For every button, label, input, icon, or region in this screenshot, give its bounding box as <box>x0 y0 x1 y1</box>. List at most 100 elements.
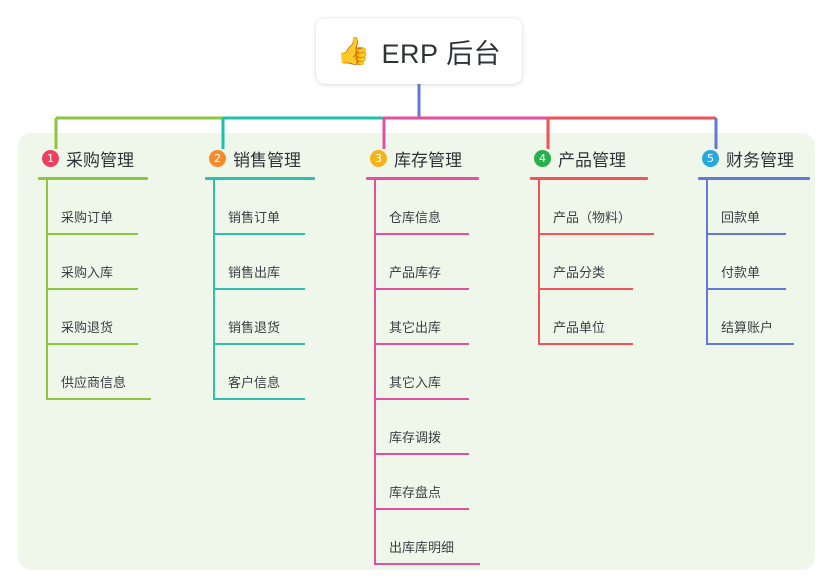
branch-header-3[interactable]: 3 库存管理 <box>366 145 516 171</box>
branch-column-3: 3 库存管理仓库信息产品库存其它出库其它入库库存调拨库存盘点出库库明细 <box>366 145 516 565</box>
leaf-spine <box>706 290 708 345</box>
leaf-node[interactable]: 仓库信息 <box>366 180 516 235</box>
leaf-label: 供应商信息 <box>61 375 127 390</box>
branch-title-1: 采购管理 <box>66 150 134 170</box>
leaf-underline <box>46 288 138 290</box>
leaf-label: 仓库信息 <box>389 210 442 225</box>
leaf-underline <box>46 398 151 400</box>
thumbs-up-icon: 👍 <box>336 35 371 66</box>
branch-title-3: 库存管理 <box>394 150 462 170</box>
branch-badge-3: 3 <box>370 149 387 167</box>
leaf-spine <box>46 180 48 235</box>
leaf-spine <box>374 235 376 290</box>
branch-title-5: 财务管理 <box>726 150 794 170</box>
branch-rule-5 <box>698 177 810 180</box>
leaf-spine <box>213 180 215 235</box>
branch-badge-4: 4 <box>534 149 551 167</box>
leaf-node[interactable]: 产品库存 <box>366 235 516 290</box>
root-node-label: ERP 后台 <box>381 38 502 69</box>
branch-header-1[interactable]: 1 采购管理 <box>38 145 188 171</box>
leaf-spine <box>213 235 215 290</box>
leaf-label: 其它出库 <box>389 320 442 335</box>
branch-title-4: 产品管理 <box>558 150 626 170</box>
leaf-spine <box>706 235 708 290</box>
leaf-node[interactable]: 产品单位 <box>530 290 690 345</box>
branch-rule-3 <box>366 177 479 180</box>
leaf-label: 产品库存 <box>389 265 442 280</box>
leaf-underline <box>706 233 786 235</box>
leaf-spine <box>374 290 376 345</box>
branch-badge-5: 5 <box>702 149 719 167</box>
leaf-spine <box>213 345 215 400</box>
leaf-spine <box>46 235 48 290</box>
leaf-underline <box>538 343 633 345</box>
branch-header-5[interactable]: 5 财务管理 <box>698 145 839 171</box>
leaf-node[interactable]: 销售退货 <box>205 290 355 345</box>
leaf-underline <box>46 233 138 235</box>
leaf-node[interactable]: 销售出库 <box>205 235 355 290</box>
leaf-label: 回款单 <box>721 210 761 225</box>
leaf-spine <box>706 180 708 235</box>
leaf-label: 出库库明细 <box>389 540 455 555</box>
leaf-underline <box>213 288 305 290</box>
leaf-spine <box>374 345 376 400</box>
branch-column-1: 1 采购管理采购订单采购入库采购退货供应商信息 <box>38 145 188 400</box>
leaf-underline <box>46 343 138 345</box>
leaf-label: 库存盘点 <box>389 485 442 500</box>
leaf-spine <box>374 400 376 455</box>
branch-rule-2 <box>205 177 315 180</box>
leaf-underline <box>538 233 654 235</box>
leaf-underline <box>374 233 469 235</box>
leaf-label: 采购订单 <box>61 210 114 225</box>
leaf-spine <box>374 455 376 510</box>
leaf-node[interactable]: 其它入库 <box>366 345 516 400</box>
leaf-underline <box>374 288 469 290</box>
branch-column-5: 5 财务管理回款单付款单结算账户 <box>698 145 839 345</box>
leaf-node[interactable]: 产品（物料） <box>530 180 690 235</box>
leaf-node[interactable]: 回款单 <box>698 180 839 235</box>
leaf-spine <box>46 345 48 400</box>
leaf-node[interactable]: 出库库明细 <box>366 510 516 565</box>
leaf-label: 销售出库 <box>228 265 281 280</box>
leaf-node[interactable]: 库存调拨 <box>366 400 516 455</box>
leaf-label: 销售订单 <box>228 210 281 225</box>
leaf-spine <box>538 290 540 345</box>
branch-header-4[interactable]: 4 产品管理 <box>530 145 690 171</box>
leaf-node[interactable]: 结算账户 <box>698 290 839 345</box>
branch-column-4: 4 产品管理产品（物料） 产品分类产品单位 <box>530 145 690 345</box>
leaf-underline <box>374 343 469 345</box>
leaf-spine <box>374 180 376 235</box>
leaf-underline <box>374 398 469 400</box>
leaf-label: 其它入库 <box>389 375 442 390</box>
leaf-label: 库存调拨 <box>389 430 442 445</box>
content-panel <box>18 133 815 570</box>
branch-column-2: 2 销售管理销售订单销售出库销售退货客户信息 <box>205 145 355 400</box>
leaf-label: 采购退货 <box>61 320 114 335</box>
leaf-underline <box>538 288 633 290</box>
leaf-spine <box>538 180 540 235</box>
root-node[interactable]: 👍 ERP 后台 <box>316 18 522 84</box>
branch-badge-2: 2 <box>209 149 226 167</box>
leaf-node[interactable]: 产品分类 <box>530 235 690 290</box>
leaf-label: 客户信息 <box>228 375 281 390</box>
leaf-spine <box>374 510 376 565</box>
leaf-label: 产品分类 <box>553 265 606 280</box>
leaf-node[interactable]: 库存盘点 <box>366 455 516 510</box>
branch-title-2: 销售管理 <box>233 150 301 170</box>
leaf-label: 采购入库 <box>61 265 114 280</box>
leaf-node[interactable]: 销售订单 <box>205 180 355 235</box>
leaf-underline <box>213 233 305 235</box>
leaf-node[interactable]: 采购退货 <box>38 290 188 345</box>
leaf-spine <box>213 290 215 345</box>
branch-badge-1: 1 <box>42 149 59 167</box>
leaf-node[interactable]: 客户信息 <box>205 345 355 400</box>
branch-rule-1 <box>38 177 148 180</box>
leaf-node[interactable]: 其它出库 <box>366 290 516 345</box>
leaf-spine <box>538 235 540 290</box>
leaf-node[interactable]: 采购入库 <box>38 235 188 290</box>
leaf-node[interactable]: 付款单 <box>698 235 839 290</box>
leaf-label: 产品（物料） <box>553 210 632 225</box>
leaf-node[interactable]: 供应商信息 <box>38 345 188 400</box>
leaf-node[interactable]: 采购订单 <box>38 180 188 235</box>
branch-header-2[interactable]: 2 销售管理 <box>205 145 355 171</box>
